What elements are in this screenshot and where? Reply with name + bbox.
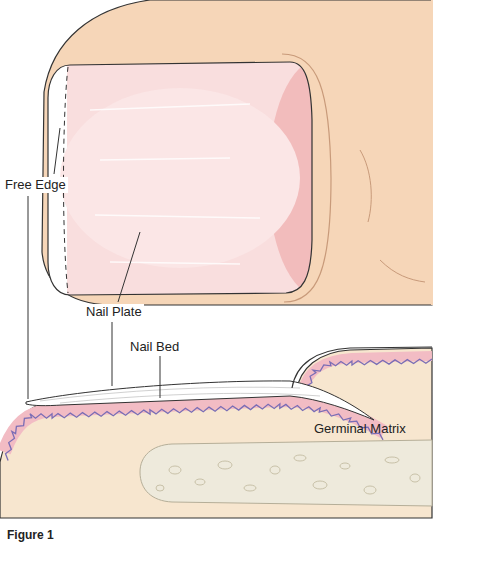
bone bbox=[140, 440, 432, 506]
skin-crease bbox=[360, 150, 425, 282]
label-free-edge: Free Edge bbox=[3, 177, 68, 193]
fold-basement-line bbox=[306, 359, 432, 393]
finger-skin bbox=[42, 0, 432, 305]
label-nail-plate: Nail Plate bbox=[84, 304, 144, 320]
fold-dermis bbox=[302, 356, 432, 392]
label-germinal-matrix: Germinal Matrix bbox=[312, 421, 408, 437]
nail-plate-section bbox=[26, 381, 374, 420]
finger-section bbox=[0, 348, 432, 518]
nail-plate bbox=[48, 62, 312, 295]
figure-caption: Figure 1 bbox=[5, 527, 56, 543]
label-nail-bed: Nail Bed bbox=[128, 339, 181, 355]
proximal-fold bbox=[292, 347, 432, 388]
leader-lines bbox=[28, 128, 160, 399]
bone-texture bbox=[156, 455, 420, 494]
